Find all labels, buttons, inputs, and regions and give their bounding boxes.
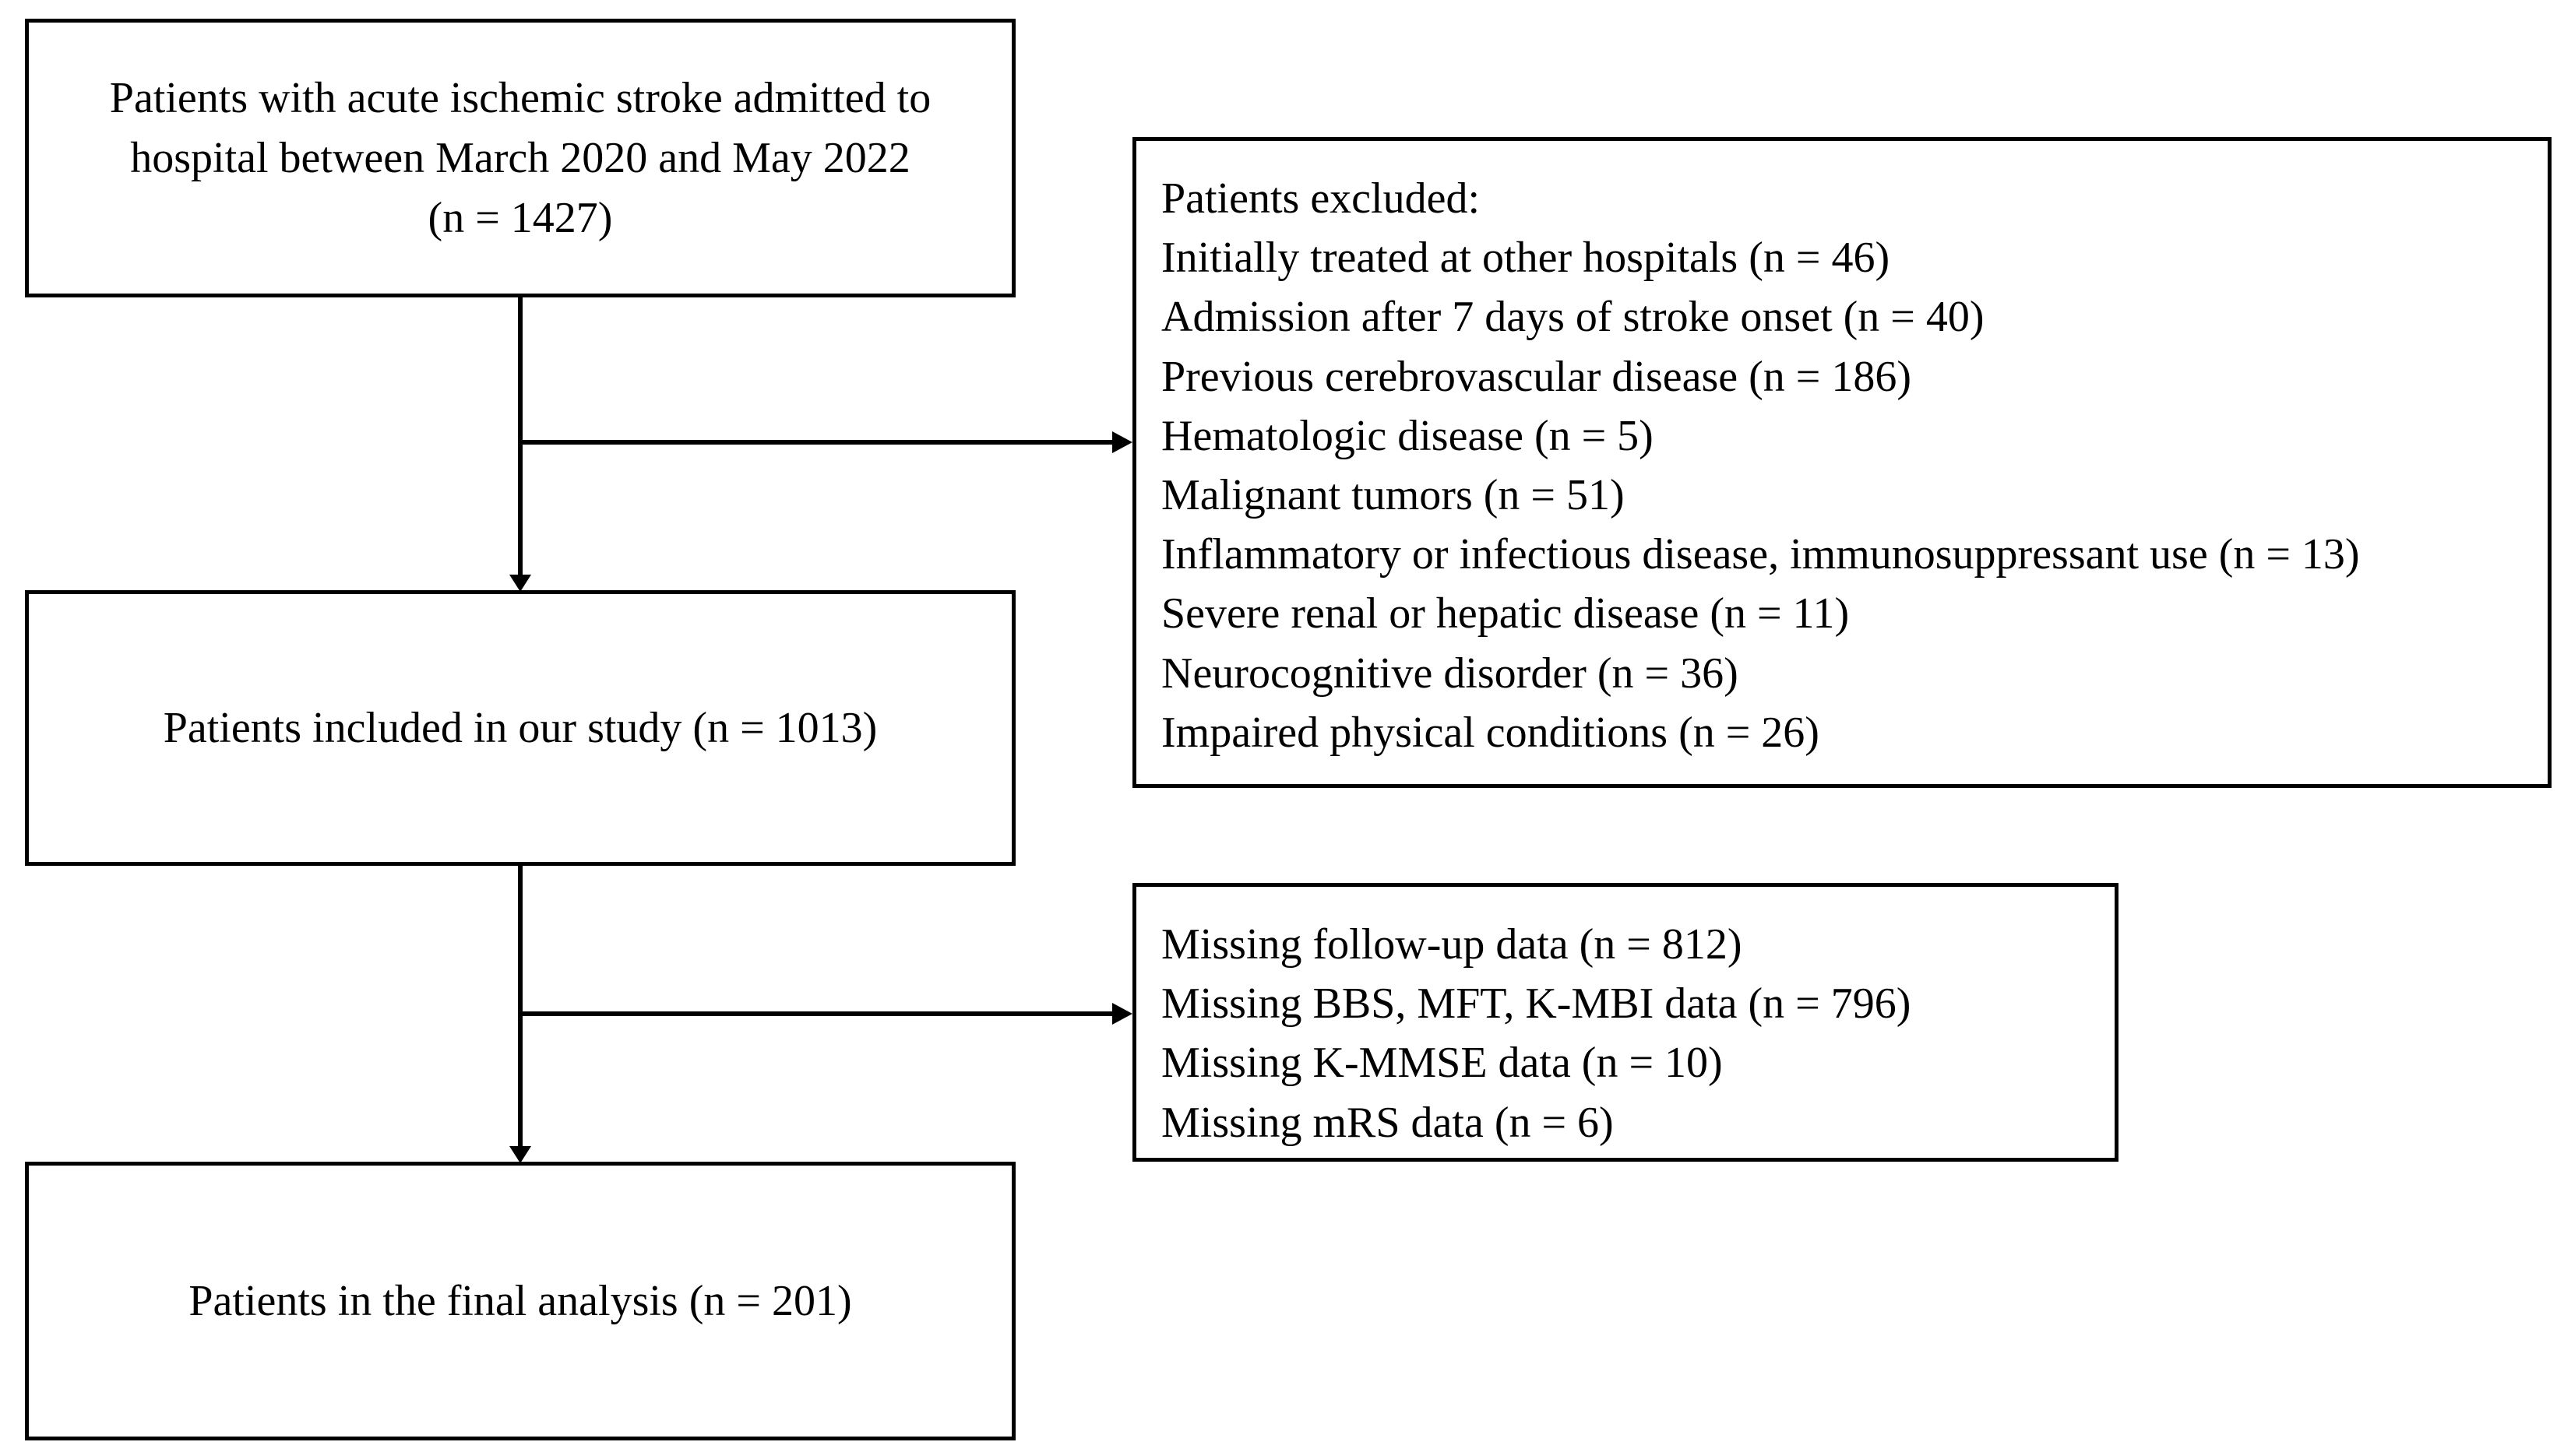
missing-data-item: Missing K-MMSE data (n = 10) <box>1161 1039 1723 1088</box>
admitted-line: Patients with acute ischemic stroke admi… <box>109 73 932 122</box>
exclusion-item: Hematologic disease (n = 5) <box>1161 411 1654 460</box>
admitted-patients-text: Patients with acute ischemic stroke admi… <box>110 69 931 248</box>
excluded-heading: Patients excluded: <box>1161 174 1481 223</box>
exclusion-item: Admission after 7 days of stroke onset (… <box>1161 293 1985 342</box>
arrowhead-right-1 <box>1112 431 1132 453</box>
exclusion-item: Initially treated at other hospitals (n … <box>1161 234 1890 283</box>
arrowhead-down-1 <box>509 575 531 592</box>
admitted-line: hospital between March 2020 and May 2022 <box>130 133 910 182</box>
admitted-line: (n = 1427) <box>428 193 613 242</box>
final-analysis-text: Patients in the final analysis (n = 201) <box>188 1276 852 1325</box>
exclusion-item: Malignant tumors (n = 51) <box>1161 471 1625 520</box>
exclusion-item: Severe renal or hepatic disease (n = 11) <box>1161 589 1850 638</box>
missing-data-item: Missing follow-up data (n = 812) <box>1161 920 1742 969</box>
exclusion-item: Neurocognitive disorder (n = 36) <box>1161 649 1738 698</box>
included-patients-box: Patients included in our study (n = 1013… <box>25 590 1016 866</box>
exclusion-item: Impaired physical conditions (n = 26) <box>1161 708 1819 757</box>
excluded-patients-box: Patients excluded: Initially treated at … <box>1132 137 2552 788</box>
exclusion-item: Inflammatory or infectious disease, immu… <box>1161 530 2360 579</box>
arrowhead-down-2 <box>509 1146 531 1163</box>
missing-data-item: Missing BBS, MFT, K-MBI data (n = 796) <box>1161 979 1911 1029</box>
arrowhead-right-2 <box>1112 1003 1132 1025</box>
missing-data-box: Missing follow-up data (n = 812) Missing… <box>1132 883 2118 1162</box>
admitted-patients-box: Patients with acute ischemic stroke admi… <box>25 19 1016 297</box>
exclusion-item: Previous cerebrovascular disease (n = 18… <box>1161 352 1912 401</box>
missing-data-item: Missing mRS data (n = 6) <box>1161 1098 1614 1147</box>
final-analysis-box: Patients in the final analysis (n = 201) <box>25 1162 1016 1440</box>
included-patients-text: Patients included in our study (n = 1013… <box>163 703 878 752</box>
